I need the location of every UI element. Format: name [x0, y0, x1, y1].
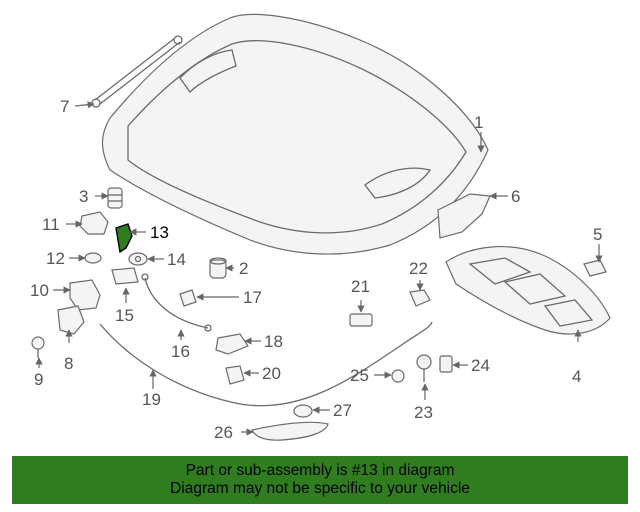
banner-line-part: Part or sub-assembly is #13 in diagram: [185, 462, 455, 479]
callout-24: 24: [471, 356, 490, 375]
callout-27: 27: [333, 401, 352, 420]
release-cable-16: [144, 277, 209, 329]
washer-12: [84, 252, 102, 264]
callout-9: 9: [34, 370, 43, 389]
clip-5: [583, 259, 607, 277]
bolt-25: [391, 369, 405, 383]
bracket-8: [57, 305, 85, 335]
callout-23: 23: [414, 403, 433, 422]
exploded-parts-diagram: 1 2 3 4 5 6 7 8 9 10 11 12 13 14 15 16 1…: [30, 13, 611, 442]
hinge-6: [437, 193, 491, 239]
handle-26: [251, 421, 329, 441]
callout-13: 13: [150, 223, 169, 242]
callout-4: 4: [572, 367, 581, 386]
callout-21: 21: [351, 277, 370, 296]
callout-6: 6: [511, 187, 520, 206]
grommet-14: [128, 252, 148, 266]
callout-7: 7: [60, 97, 69, 116]
callout-5: 5: [593, 225, 602, 244]
insulator-pad-4: [445, 246, 611, 335]
clip-20: [225, 365, 245, 385]
bracket-11: [79, 211, 109, 235]
callout-2: 2: [239, 259, 248, 278]
cable-end-23: [416, 354, 432, 382]
latch-18: [215, 333, 249, 355]
bracket-10: [69, 279, 101, 311]
plate-15: [111, 267, 139, 285]
callout-22: 22: [409, 259, 428, 278]
callout-14: 14: [167, 250, 186, 269]
leader-lines: [35, 101, 603, 436]
callout-labels: 1 2 3 4 5 6 7 8 9 10 11 12 13 14 15 16 1…: [30, 97, 602, 442]
plug-27: [293, 404, 313, 418]
hood-bumper: [107, 187, 123, 209]
callout-8: 8: [64, 354, 73, 373]
clip-24: [439, 355, 453, 373]
callout-17: 17: [243, 288, 262, 307]
hood-panel: [101, 13, 489, 255]
info-banner: Part or sub-assembly is #13 in diagram D…: [12, 456, 628, 504]
callout-3: 3: [79, 187, 88, 206]
callout-15: 15: [115, 306, 134, 325]
clip-17: [179, 289, 197, 307]
banner-line-disclaimer: Diagram may not be specific to your vehi…: [170, 480, 470, 497]
callout-18: 18: [264, 332, 283, 351]
callout-26: 26: [214, 423, 233, 442]
callout-19: 19: [142, 390, 161, 409]
release-cable-19: [99, 321, 433, 407]
sensor-22: [409, 289, 431, 307]
callout-16: 16: [171, 342, 190, 361]
clip-9: [31, 336, 45, 358]
callout-10: 10: [30, 281, 49, 300]
highlighted-part-13: [115, 223, 133, 254]
callout-20: 20: [262, 364, 281, 383]
callout-12: 12: [46, 249, 65, 268]
callout-25: 25: [350, 366, 369, 385]
stop-bumper-2: [209, 257, 227, 279]
callout-1: 1: [474, 113, 483, 132]
switch-21: [349, 313, 373, 327]
callout-11: 11: [42, 215, 60, 234]
